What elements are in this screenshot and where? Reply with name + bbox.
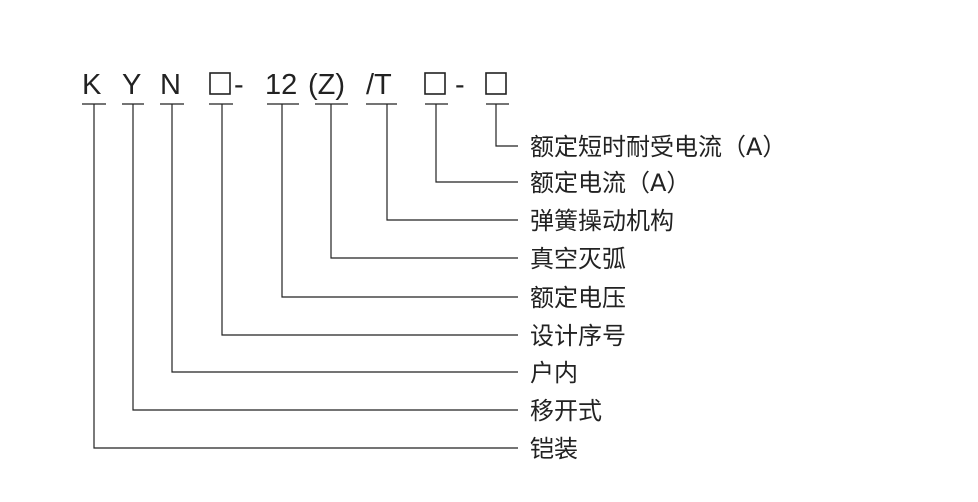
code-t: /T <box>366 69 392 101</box>
label-spring-operating-mechanism: 弹簧操动机构 <box>530 207 674 235</box>
model-code: K Y N - 12 (Z) /T - <box>82 69 507 101</box>
leader-lines <box>93 104 518 449</box>
leader-design-serial <box>221 104 518 336</box>
code-z: (Z) <box>308 69 345 101</box>
leader-vacuum-arc <box>330 104 518 259</box>
label-rated-current: 额定电流（A） <box>530 169 690 197</box>
code-n: N <box>160 69 181 101</box>
code-k: K <box>82 69 102 101</box>
leader-indoor <box>171 104 518 373</box>
leader-metal-clad <box>93 104 518 449</box>
code-voltage: 12 <box>265 69 297 101</box>
label-vacuum-arc-extinguishing: 真空灭弧 <box>530 245 626 273</box>
label-design-serial-number: 设计序号 <box>530 322 626 350</box>
leader-short-time-current <box>495 104 518 147</box>
code-y: Y <box>122 69 141 101</box>
label-short-time-withstand-current: 额定短时耐受电流（A） <box>530 133 786 161</box>
code-dash-1: - <box>234 69 244 101</box>
label-indoor: 户内 <box>530 359 578 387</box>
leader-rated-current <box>435 104 518 183</box>
leader-rated-voltage <box>281 104 518 298</box>
rated-current-placeholder-box <box>424 72 446 95</box>
design-serial-placeholder-box <box>209 72 231 95</box>
code-dash-2: - <box>455 69 465 101</box>
leader-withdrawable <box>132 104 518 411</box>
short-time-current-placeholder-box <box>485 72 507 95</box>
labels: 额定短时耐受电流（A） 额定电流（A） 弹簧操动机构 真空灭弧 额定电压 设计序… <box>530 133 786 463</box>
leader-spring-mechanism <box>386 104 518 221</box>
label-rated-voltage: 额定电压 <box>530 284 626 312</box>
label-metal-clad: 铠装 <box>530 435 578 463</box>
label-withdrawable: 移开式 <box>530 397 602 425</box>
